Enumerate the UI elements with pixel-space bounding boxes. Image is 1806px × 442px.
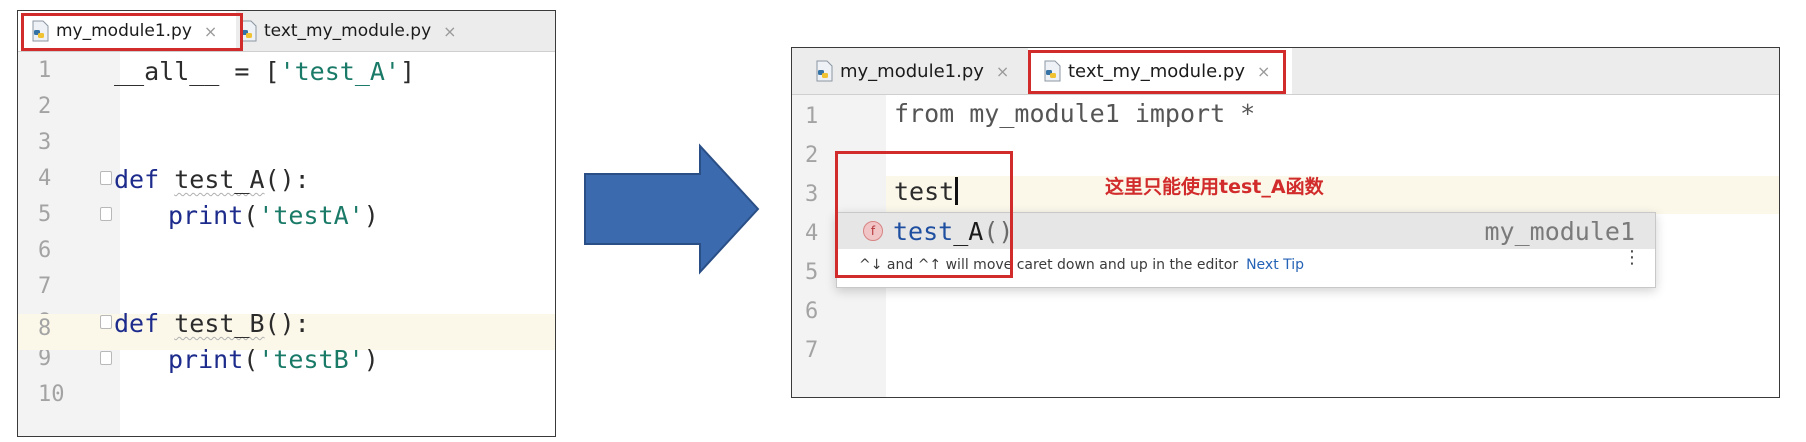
code-line-4[interactable]: def test_A():: [114, 165, 310, 194]
tab-label: text_my_module.py: [1068, 60, 1245, 82]
close-icon[interactable]: ×: [203, 21, 218, 41]
line-number: 2: [805, 143, 819, 168]
left-editor-window: my_module1.py × text_my_module.py × 1 2 …: [17, 10, 556, 437]
code-line-1[interactable]: from my_module1 import *: [894, 99, 1256, 128]
line-number: 2: [38, 94, 52, 119]
right-arrow-icon: [584, 143, 760, 275]
tab-text-my-module[interactable]: text_my_module.py ×: [230, 11, 468, 51]
more-options-icon[interactable]: ⋮: [1623, 247, 1641, 268]
line-number: 5: [805, 260, 819, 285]
completion-item[interactable]: f test_A() my_module1: [837, 213, 1655, 249]
python-file-icon: [30, 20, 50, 42]
line-number: 4: [805, 221, 819, 246]
code-line-1[interactable]: __all__ = ['test_A']: [114, 57, 416, 86]
autocomplete-popup: f test_A() my_module1 ^↓ and ^↑ will mov…: [836, 212, 1656, 288]
tab-label: my_module1.py: [840, 60, 984, 82]
function-icon: f: [863, 221, 883, 241]
right-editor-window: my_module1.py × text_my_module.py × 1 2 …: [791, 47, 1780, 398]
tab-my-module1[interactable]: my_module1.py ×: [792, 48, 1042, 94]
annotation-note: 这里只能使用test_A函数: [1105, 176, 1324, 198]
line-number: 3: [38, 130, 52, 155]
line-number: 4: [38, 166, 52, 191]
next-tip-link[interactable]: Next Tip: [1246, 257, 1305, 273]
tab-label: my_module1.py: [56, 21, 192, 41]
code-line-8[interactable]: def test_B():: [114, 309, 310, 338]
line-number: 6: [38, 238, 52, 263]
line-number: 1: [805, 104, 819, 129]
completion-hint: ^↓ and ^↑ will move caret down and up in…: [859, 257, 1305, 273]
line-number: 7: [38, 274, 52, 299]
close-icon[interactable]: ×: [443, 21, 457, 41]
completion-module: my_module1: [1484, 216, 1635, 246]
fold-marker-icon[interactable]: [100, 207, 112, 221]
code-line-3[interactable]: test: [894, 177, 959, 206]
tab-label: text_my_module.py: [264, 21, 432, 41]
fold-marker-icon[interactable]: [100, 171, 112, 185]
fold-marker-icon[interactable]: [100, 315, 112, 329]
line-number: 3: [805, 182, 819, 207]
line-number: 5: [38, 202, 52, 227]
close-icon[interactable]: ×: [995, 61, 1010, 81]
text-caret: [955, 177, 959, 205]
current-line-highlight: [886, 176, 1779, 214]
line-number: 1: [38, 58, 52, 83]
code-line-9[interactable]: print('testB'): [168, 345, 379, 374]
line-number: 7: [805, 338, 819, 363]
line-number: 6: [805, 299, 819, 324]
python-file-icon: [1042, 60, 1062, 82]
line-number: 9: [38, 346, 52, 371]
python-file-icon: [238, 20, 258, 42]
code-line-5[interactable]: print('testA'): [168, 201, 379, 230]
left-tab-bar: my_module1.py × text_my_module.py ×: [18, 11, 555, 52]
completion-name: test_A(): [893, 216, 1014, 246]
line-number-gutter: 1 2 3 4 5 6 7 8 9 10: [18, 52, 120, 436]
python-file-icon: [814, 60, 834, 82]
tab-my-module1[interactable]: my_module1.py ×: [18, 11, 236, 51]
close-icon[interactable]: ×: [1256, 61, 1271, 81]
line-number: 10: [38, 382, 65, 407]
line-number: 8: [38, 316, 52, 341]
right-tab-bar: my_module1.py × text_my_module.py ×: [792, 48, 1779, 95]
tab-text-my-module[interactable]: text_my_module.py ×: [1028, 48, 1292, 94]
fold-marker-icon[interactable]: [100, 351, 112, 365]
